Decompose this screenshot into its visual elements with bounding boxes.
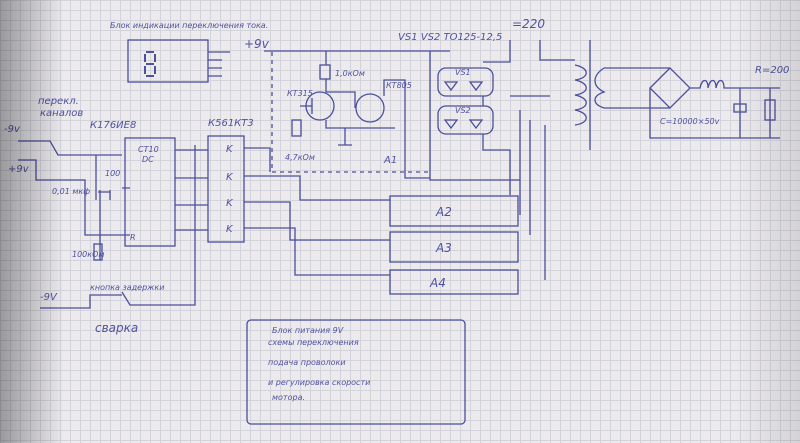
plus9b-label: +9v (8, 164, 30, 175)
cap-main-label: C=10000×50v (660, 117, 720, 126)
note-line: мотора. (272, 393, 305, 402)
k3-label: K (226, 198, 234, 209)
k1-label: K (226, 144, 234, 155)
a2-label: A2 (435, 205, 452, 219)
welding-label: сварка (95, 321, 138, 335)
ic2-label: К561КТ3 (208, 118, 254, 129)
dc-label: DC (142, 155, 154, 164)
vs2-label: VS2 (455, 106, 471, 115)
block-a4 (389, 269, 519, 295)
r2-label: 4,7кОм (285, 153, 315, 162)
ic-k561kt3 (207, 135, 245, 243)
note-box (246, 319, 466, 425)
capacitor-main (733, 103, 747, 113)
note-line: и регулировка скорости (268, 378, 370, 387)
r1-label: 1,0кОм (335, 69, 365, 78)
ic-k176ie8 (124, 137, 176, 247)
q1-label: КТ315 (287, 89, 313, 98)
resistor-load (764, 99, 776, 121)
c1-label: 100 (105, 169, 120, 178)
resistor-4k7 (291, 119, 302, 137)
note-line: Блок питания 9V (272, 326, 344, 335)
a3-label: A3 (435, 241, 452, 255)
transistor-kt805 (355, 93, 385, 123)
ct10-label: CT10 (138, 145, 159, 154)
plus9-label: +9v (244, 37, 270, 51)
thyristor-label: VS1 VS2 TO125-12,5 (398, 32, 502, 43)
c2-label: 0,01 мкф (52, 187, 90, 196)
r-load-label: R=200 (755, 65, 789, 76)
switch-label-2: каналов (40, 108, 83, 119)
resistor-1k (319, 64, 331, 80)
minus9c-label: -9V (40, 292, 58, 303)
a4-label: A4 (429, 276, 446, 290)
switch-label-1: перекл. (38, 96, 79, 107)
note-line: подача проволоки (268, 358, 346, 367)
k2-label: K (226, 172, 234, 183)
ic1-label: К176ИЕ8 (90, 120, 136, 131)
r-pin-label: R (130, 233, 136, 242)
q2-label: КТ805 (386, 81, 412, 90)
k4-label: K (226, 224, 234, 235)
optotriac-vs2 (437, 105, 494, 135)
r3-label: 100кОм (72, 250, 104, 259)
block-a2 (389, 195, 519, 227)
note-line: схемы переключения (268, 338, 359, 347)
a1-label: A1 (383, 155, 397, 166)
optotriac-vs1 (437, 67, 494, 97)
vs1-label: VS1 (455, 68, 471, 77)
seven-segment-display (127, 39, 230, 83)
button-label: кнопка задержки (90, 283, 164, 292)
resistor-100k (93, 243, 103, 261)
title-label: Блок индикации переключения тока. (110, 21, 268, 30)
minus9-label: -9v (4, 124, 21, 135)
ac-label: =220 (512, 17, 545, 31)
block-a3 (389, 231, 519, 263)
